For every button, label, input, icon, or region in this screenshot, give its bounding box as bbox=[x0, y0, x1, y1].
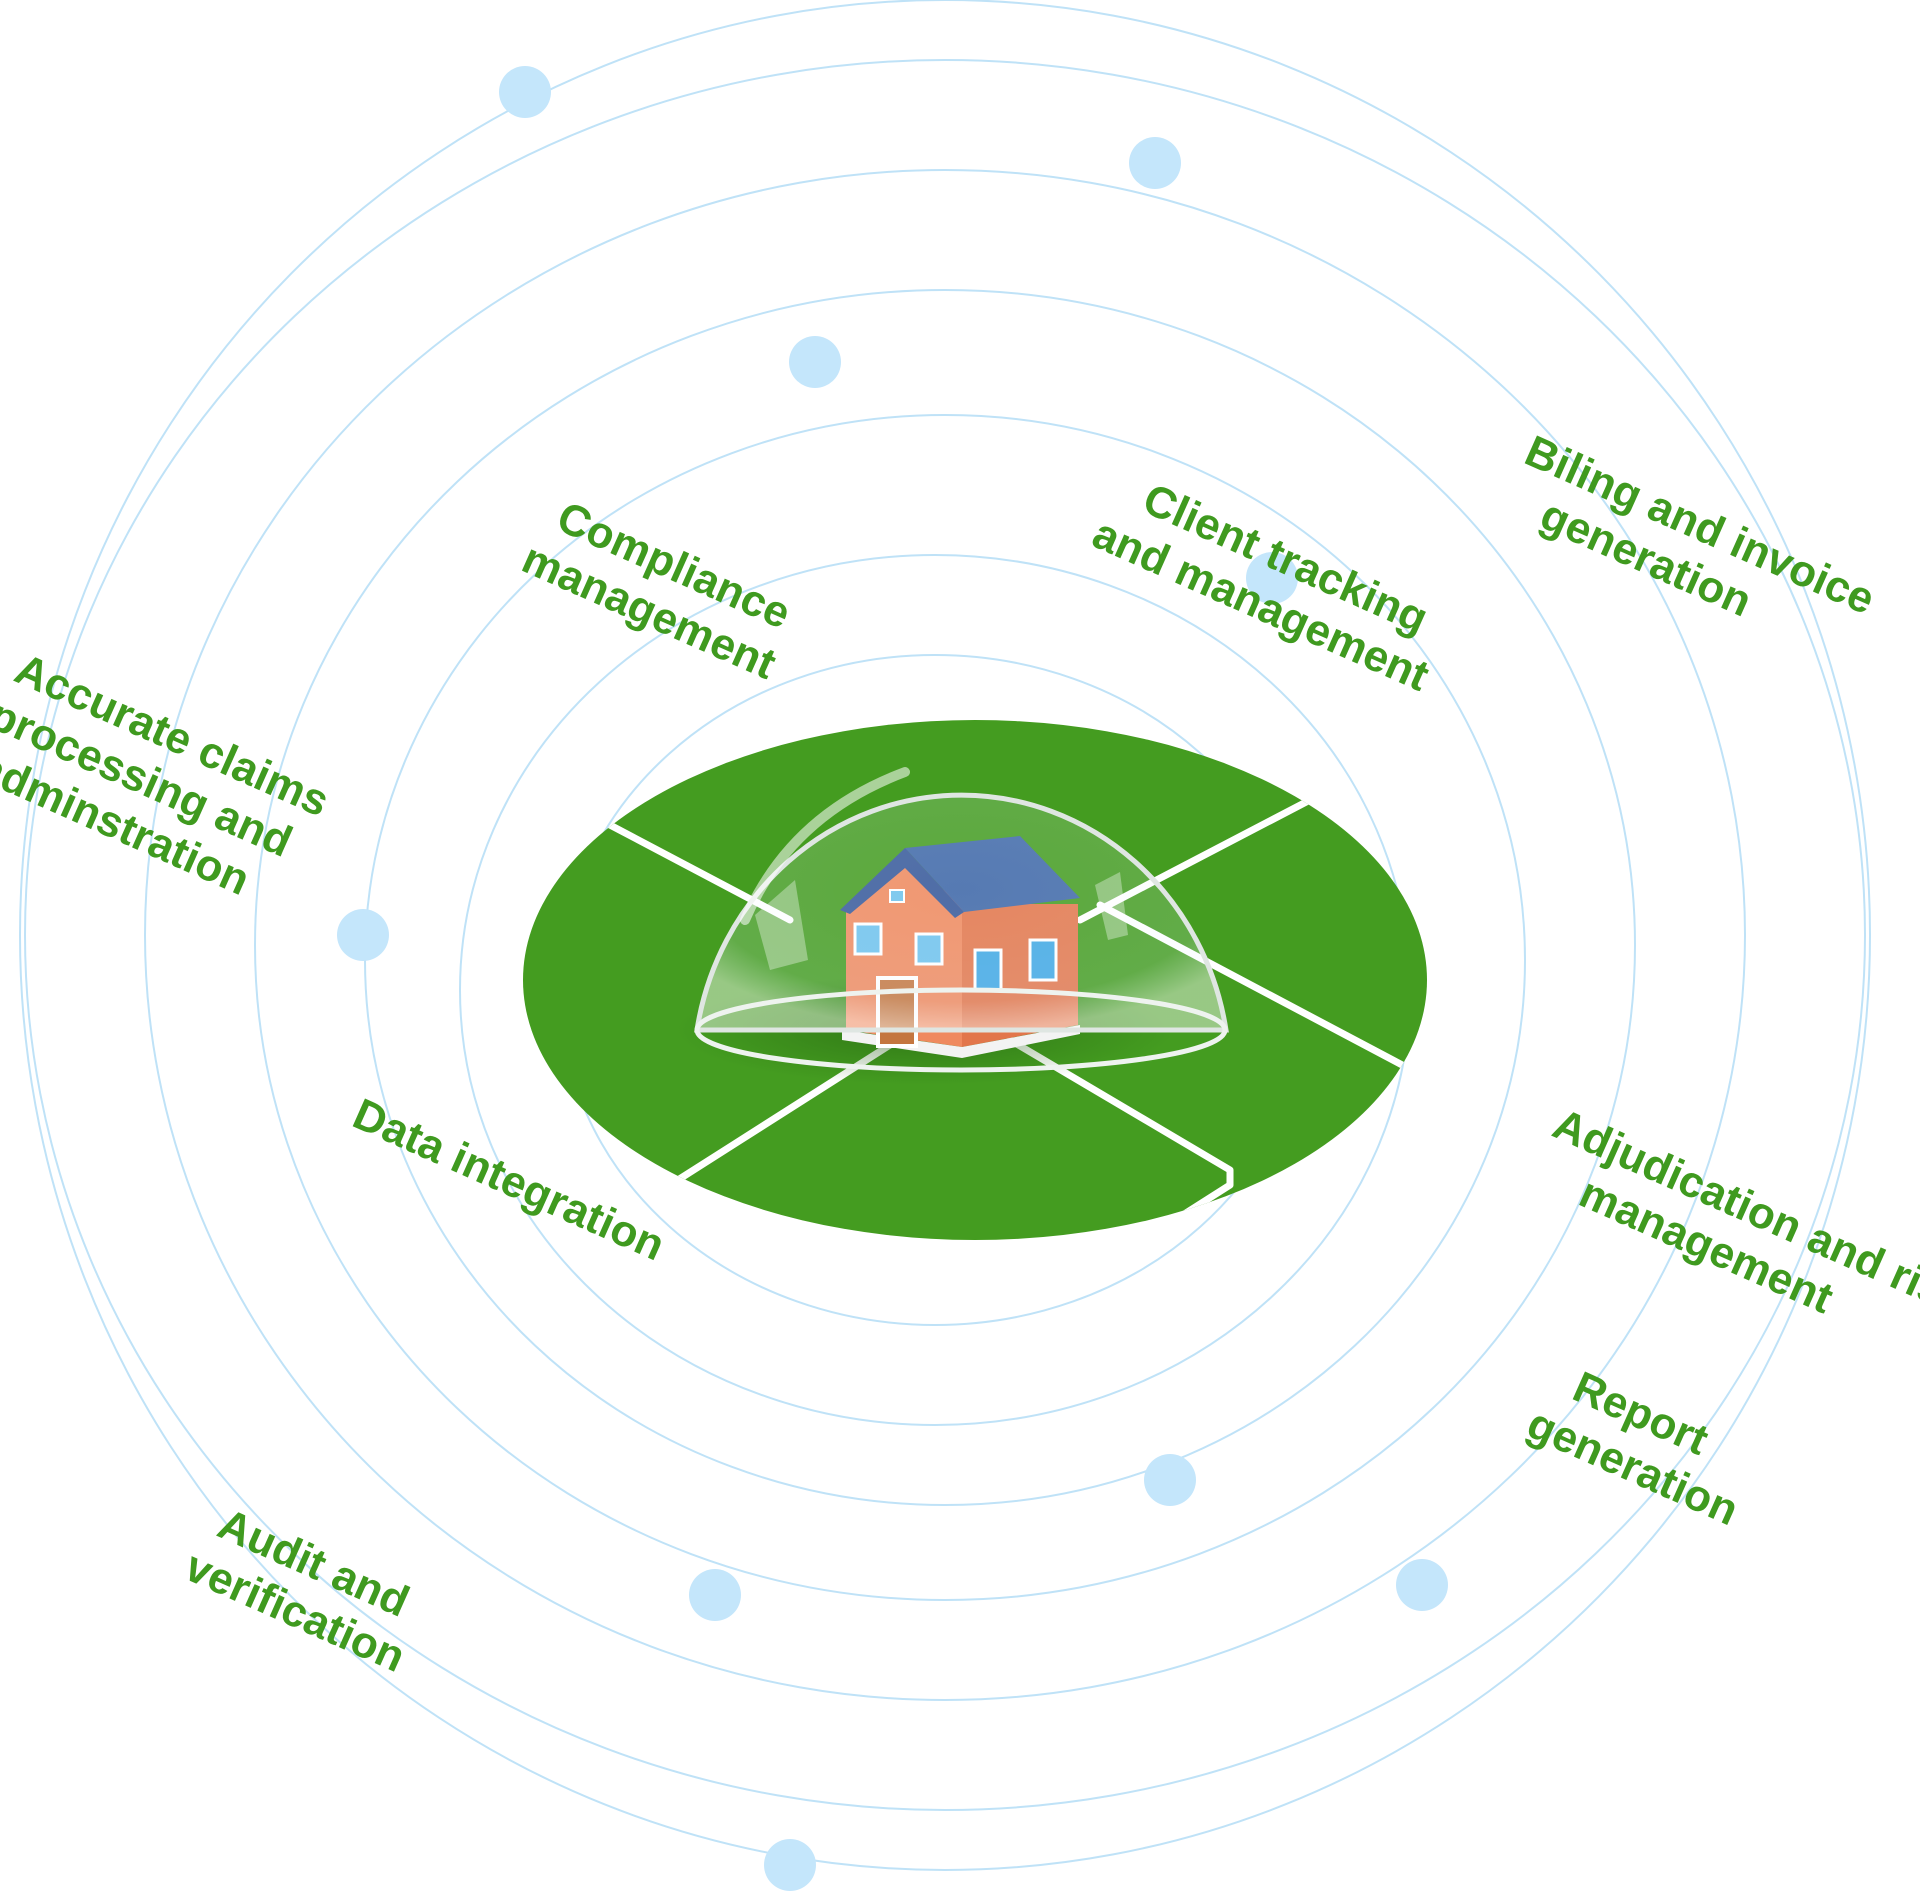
label-compliance: Compliance management bbox=[515, 486, 809, 691]
orbit-node bbox=[1246, 552, 1298, 604]
label-audit: Audit and verification bbox=[178, 1494, 434, 1682]
orbit-node bbox=[1396, 1559, 1448, 1611]
dome-reflection bbox=[1095, 872, 1128, 940]
orbit-node bbox=[337, 909, 389, 961]
orbit-node bbox=[499, 66, 551, 118]
dome-rim bbox=[694, 987, 1228, 1073]
orbit-node bbox=[689, 1569, 741, 1621]
orbit-ring-4 bbox=[254, 289, 1636, 1601]
orbit-node bbox=[764, 1839, 816, 1891]
dome-reflection bbox=[755, 880, 808, 970]
orbit-node bbox=[789, 336, 841, 388]
orbit-ring-7 bbox=[19, 0, 1871, 1871]
dome-shell bbox=[694, 792, 1229, 1033]
orbit-ring-6 bbox=[24, 59, 1866, 1811]
orbit-ring-5 bbox=[144, 169, 1746, 1701]
label-claims: Accurate claims processing and adminstra… bbox=[0, 642, 347, 926]
label-report: Report generation bbox=[1520, 1351, 1767, 1535]
glass-dome-icon bbox=[694, 767, 1229, 1073]
orbit-node bbox=[1129, 137, 1181, 189]
field-path-line bbox=[1006, 1036, 1234, 1224]
dome-highlight bbox=[740, 767, 910, 925]
label-adjudication: Adjudication and risk management bbox=[1525, 1099, 1920, 1378]
orbit-rings bbox=[19, 0, 1871, 1871]
orbit-node bbox=[1144, 1454, 1196, 1506]
orbit-nodes bbox=[337, 66, 1448, 1891]
